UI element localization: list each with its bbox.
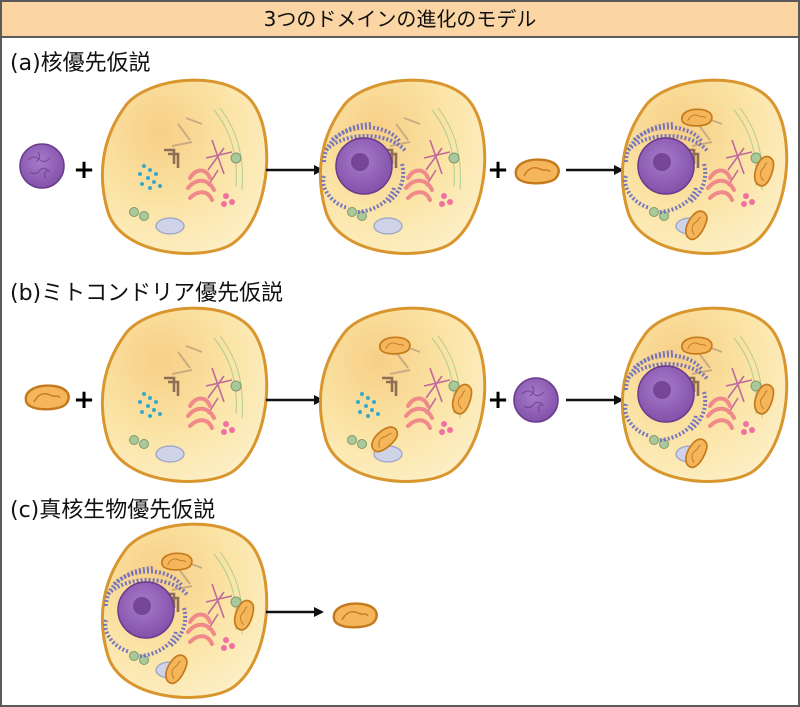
- eukaryotic-cell-icon: [100, 522, 269, 700]
- row-label-b: (b)ミトコンドリア優先仮説: [10, 281, 284, 306]
- eukaryotic-cell-icon: [620, 78, 789, 256]
- mitochondrion-icon: [332, 602, 378, 629]
- cell-with-mitochondria-icon: [318, 306, 487, 484]
- nucleus-icon: [19, 143, 65, 189]
- plus-icon: +: [73, 155, 95, 185]
- row-label-c: (c)真核生物優先仮説: [10, 498, 216, 523]
- eukaryotic-cell-icon: [620, 306, 789, 484]
- nucleus-icon: [513, 377, 559, 423]
- row-a: + +: [19, 78, 789, 256]
- figure-title: 3つのドメインの進化のモデル: [2, 2, 798, 38]
- plus-icon: +: [487, 385, 509, 415]
- row-label-a: (a)核優先仮説: [10, 51, 151, 76]
- plus-icon: +: [73, 385, 95, 415]
- plus-icon: +: [487, 155, 509, 185]
- cell-icon: [100, 306, 269, 484]
- cell-with-nucleus-icon: [318, 78, 487, 256]
- cell-icon: [100, 78, 269, 256]
- row-c: [100, 522, 378, 700]
- mitochondrion-icon: [24, 384, 70, 411]
- row-b: + +: [24, 306, 789, 484]
- mitochondrion-icon: [514, 158, 560, 185]
